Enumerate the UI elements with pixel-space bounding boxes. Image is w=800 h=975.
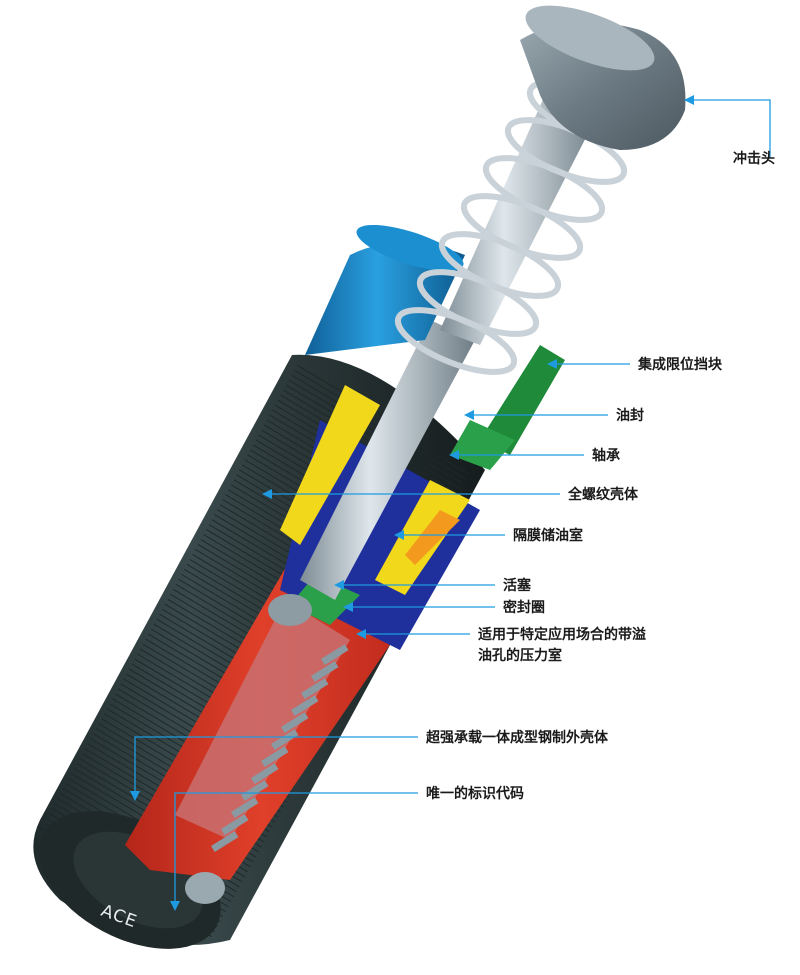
arrow-full-thread-body (262, 489, 272, 499)
impact-head-top (525, 5, 655, 71)
callout-seal-ring: 密封圈 (343, 599, 545, 616)
blue-cap-sleeve (305, 242, 465, 355)
leader-id-code (174, 792, 418, 905)
label-pressure-chamber-line1: 适用于特定应用场合的带溢 (478, 626, 646, 643)
overflow-hole (271, 729, 299, 750)
label-piston: 活塞 (503, 577, 532, 594)
callout-full-thread-body: 全螺纹壳体 (262, 486, 639, 503)
arrow-oil-seal (464, 410, 474, 420)
overflow-hole (251, 763, 279, 784)
shock-absorber-cutaway-icon: ACE (33, 5, 686, 949)
label-seal-ring: 密封圈 (502, 599, 545, 616)
label-integrated-stop: 集成限位挡块 (637, 356, 723, 373)
spring-coil (394, 307, 518, 375)
overflow-hole (221, 814, 249, 835)
callout-integrated-stop: 集成限位挡块 (547, 356, 723, 373)
arrow-integrated-stop (547, 359, 557, 369)
arrow-piston (334, 580, 344, 590)
arrow-impact-head (684, 95, 694, 105)
overflow-hole (231, 797, 259, 818)
label-diaphragm-reservoir: 隔膜储油室 (513, 527, 583, 544)
label-full-thread-body: 全螺纹壳体 (567, 486, 639, 503)
callout-bearing: 轴承 (449, 447, 620, 464)
callout-diaphragm-reservoir: 隔膜储油室 (394, 527, 583, 544)
label-oil-seal: 油封 (616, 407, 644, 424)
callout-piston: 活塞 (334, 577, 532, 594)
arrow-id-code (170, 901, 180, 911)
green-stop-block (480, 345, 565, 455)
piston-rod (300, 320, 475, 600)
callout-pressure-chamber: 适用于特定应用场合的带溢 油孔的压力室 (356, 626, 646, 664)
callouts: 冲击头 集成限位挡块 油封 轴承 (130, 95, 775, 911)
hex-socket-screw (185, 872, 225, 904)
overflow-hole (261, 746, 289, 767)
arrow-bearing (449, 450, 459, 460)
yellow-layer-left (280, 385, 380, 545)
overflow-hole (291, 695, 319, 716)
arrow-diaphragm-reservoir (394, 530, 404, 540)
blue-cap-top (356, 224, 464, 272)
arrow-outer-body (130, 791, 140, 801)
overflow-hole (281, 712, 309, 733)
label-id-code: 唯一的标识代码 (426, 785, 524, 802)
overflow-hole (211, 831, 239, 852)
leader-outer-body (134, 736, 418, 795)
arrow-pressure-chamber (356, 629, 366, 639)
label-impact-head: 冲击头 (733, 150, 775, 167)
arrow-seal-ring (343, 602, 353, 612)
label-pressure-chamber-line2: 油孔的压力室 (478, 647, 562, 664)
callout-impact-head: 冲击头 (684, 95, 775, 167)
callout-oil-seal: 油封 (464, 407, 644, 424)
leader-impact-head (690, 99, 771, 158)
overflow-hole (301, 678, 329, 699)
callout-id-code: 唯一的标识代码 (170, 785, 524, 911)
piston-bolt (268, 594, 312, 626)
overflow-hole (321, 644, 349, 665)
label-outer-body: 超强承载一体成型钢制外壳体 (425, 729, 609, 746)
callout-outer-body: 超强承载一体成型钢制外壳体 (130, 729, 609, 801)
green-bearing (450, 420, 515, 470)
inner-tube (175, 600, 350, 840)
overflow-hole (311, 661, 339, 682)
orange-reservoir (405, 510, 460, 565)
overflow-holes (211, 644, 349, 852)
overflow-hole (241, 780, 269, 801)
label-bearing: 轴承 (592, 447, 620, 464)
